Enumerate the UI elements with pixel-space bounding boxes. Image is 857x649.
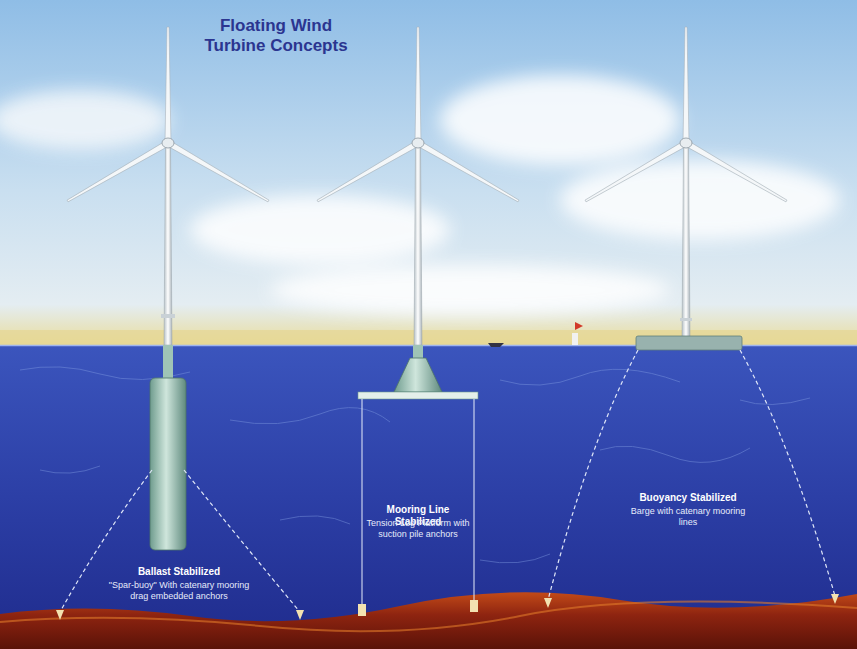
seabed: [0, 592, 857, 649]
concept-description: Barge with catenary mooring lines: [622, 506, 754, 528]
marker-buoy: [572, 322, 583, 345]
spar-buoy-turbine: [56, 27, 304, 620]
water-caustics: [20, 367, 810, 563]
sea: [0, 345, 857, 649]
concept-description: "Spar-buoy" With catenary mooring drag e…: [104, 580, 254, 602]
concept-description: Tension Leg Platform with suction pile a…: [366, 518, 470, 540]
boat: [488, 343, 504, 347]
barge-turbine: [544, 27, 839, 608]
concept-heading: Buoyancy Stabilized: [622, 492, 754, 504]
sky: [0, 0, 857, 346]
concept-heading: Ballast Stabilized: [104, 566, 254, 578]
diagram-title: Floating Wind Turbine Concepts: [200, 16, 352, 56]
seabed-texture: [0, 602, 857, 632]
tension-leg-turbine: [316, 27, 520, 616]
